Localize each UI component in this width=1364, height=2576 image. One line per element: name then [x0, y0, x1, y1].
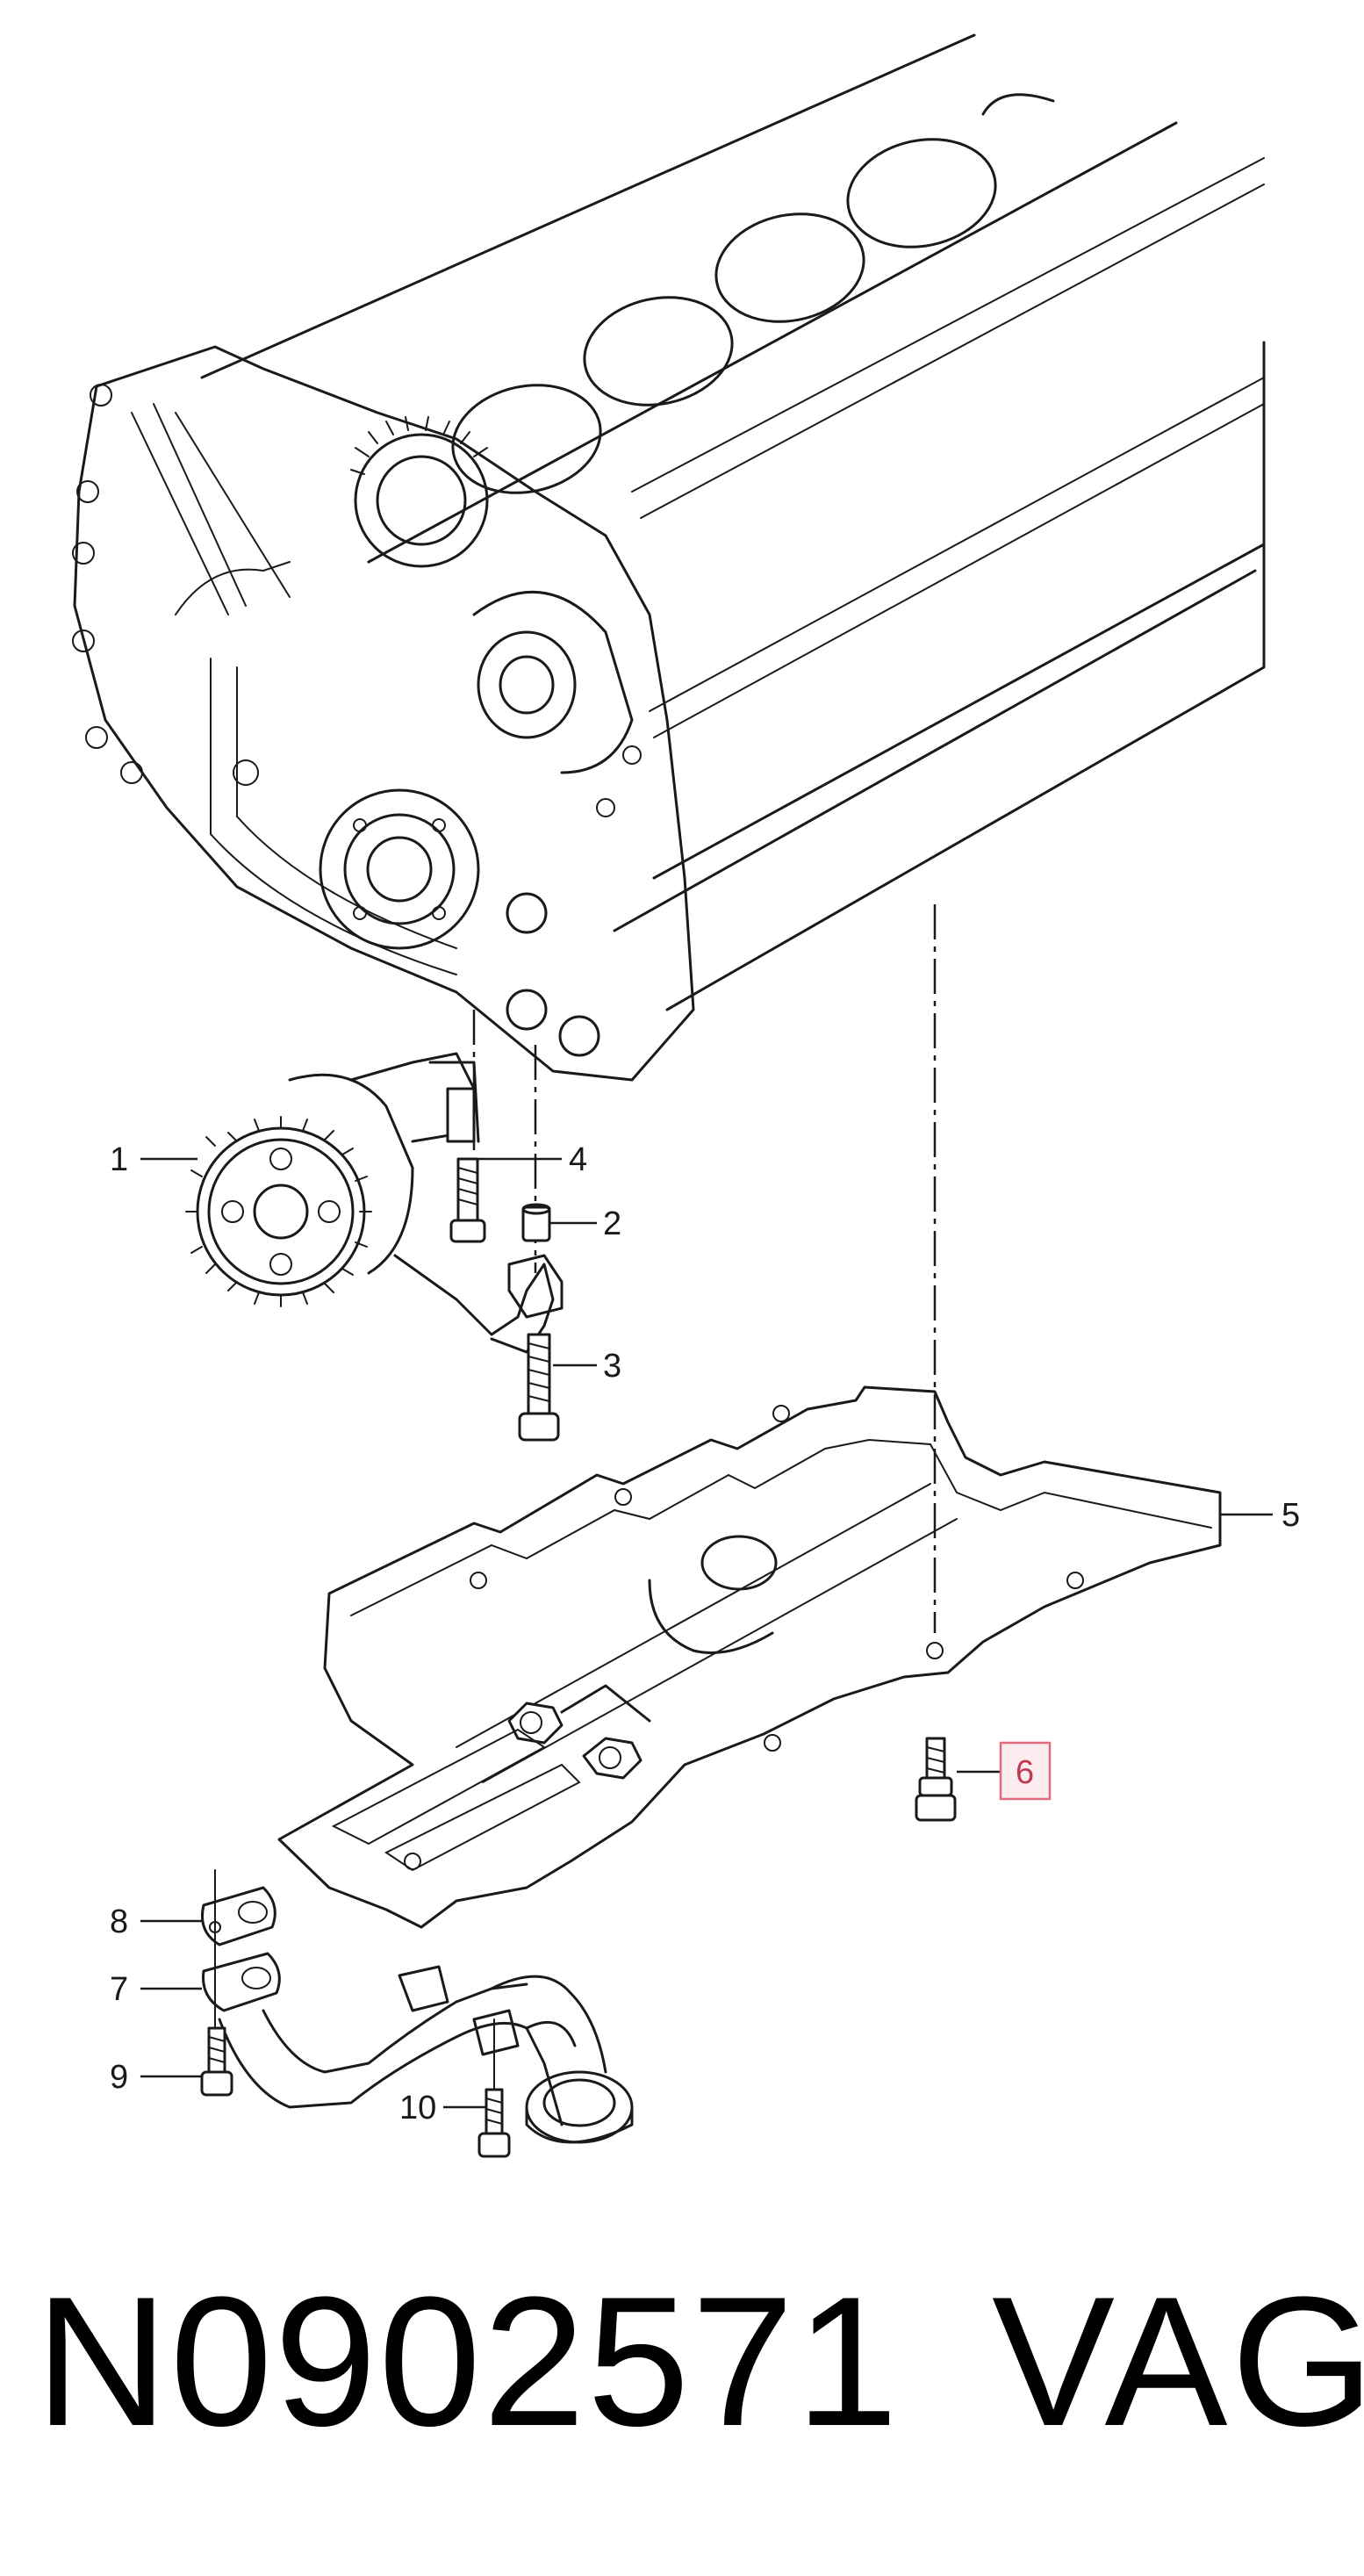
- callout-3: 3: [603, 1348, 621, 1385]
- oil-baffle-plate: [277, 1385, 1222, 1929]
- callout-6-highlight: [999, 1741, 1052, 1801]
- callout-5: 5: [1281, 1497, 1300, 1534]
- bolt-6: [915, 1737, 957, 1822]
- callout-10: 10: [399, 2090, 436, 2126]
- engine-block: [72, 33, 1266, 1633]
- callout-4: 4: [569, 1141, 587, 1178]
- brand-label: VAG: [992, 2258, 1364, 2464]
- callout-2: 2: [603, 1205, 621, 1242]
- callout-6: 6: [1016, 1754, 1034, 1791]
- callout-labels: 1 2 3 4 5 6 7 8 9 10: [110, 1141, 1300, 2126]
- callout-leaders: [140, 1157, 1273, 2109]
- callout-8: 8: [110, 1903, 128, 1940]
- callout-7: 7: [110, 1971, 128, 2008]
- caption: N0902571 VAG: [0, 2248, 1364, 2476]
- callout-9: 9: [110, 2059, 128, 2096]
- part-number: N0902571: [35, 2258, 901, 2464]
- callout-1: 1: [110, 1141, 128, 1178]
- pump-fasteners: [449, 1157, 564, 1442]
- oil-pickup-pipe: [200, 1869, 634, 2158]
- oil-pump: [185, 1052, 555, 1354]
